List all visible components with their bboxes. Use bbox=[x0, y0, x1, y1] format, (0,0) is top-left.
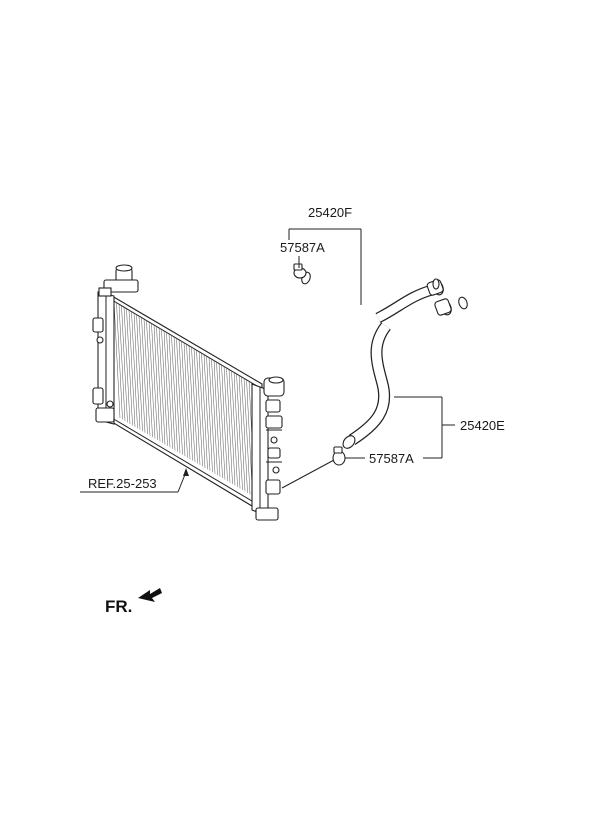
right-fitting-middle bbox=[265, 415, 283, 429]
hose-assembly bbox=[301, 271, 468, 449]
label-25420F: 25420F bbox=[308, 205, 352, 220]
front-label: FR. bbox=[105, 597, 132, 616]
radiator-assembly bbox=[92, 264, 285, 521]
label-57587A-upper: 57587A bbox=[280, 240, 325, 255]
clamp-lower bbox=[332, 446, 346, 466]
clamp-upper bbox=[293, 263, 307, 279]
label-ref-25-253: REF.25-253 bbox=[88, 476, 157, 491]
left-mount-upper bbox=[92, 317, 104, 333]
label-57587A-lower: 57587A bbox=[369, 451, 414, 466]
label-25420E: 25420E bbox=[460, 418, 505, 433]
front-indicator: FR. bbox=[105, 588, 162, 616]
right-mount-lower bbox=[255, 507, 279, 521]
left-mount-lower bbox=[95, 407, 115, 423]
front-arrow-icon bbox=[138, 588, 162, 602]
leader-lines bbox=[80, 228, 455, 493]
right-outlet-fitting bbox=[265, 479, 281, 495]
left-top-bracket bbox=[103, 279, 139, 293]
left-mount-middle bbox=[92, 387, 104, 405]
